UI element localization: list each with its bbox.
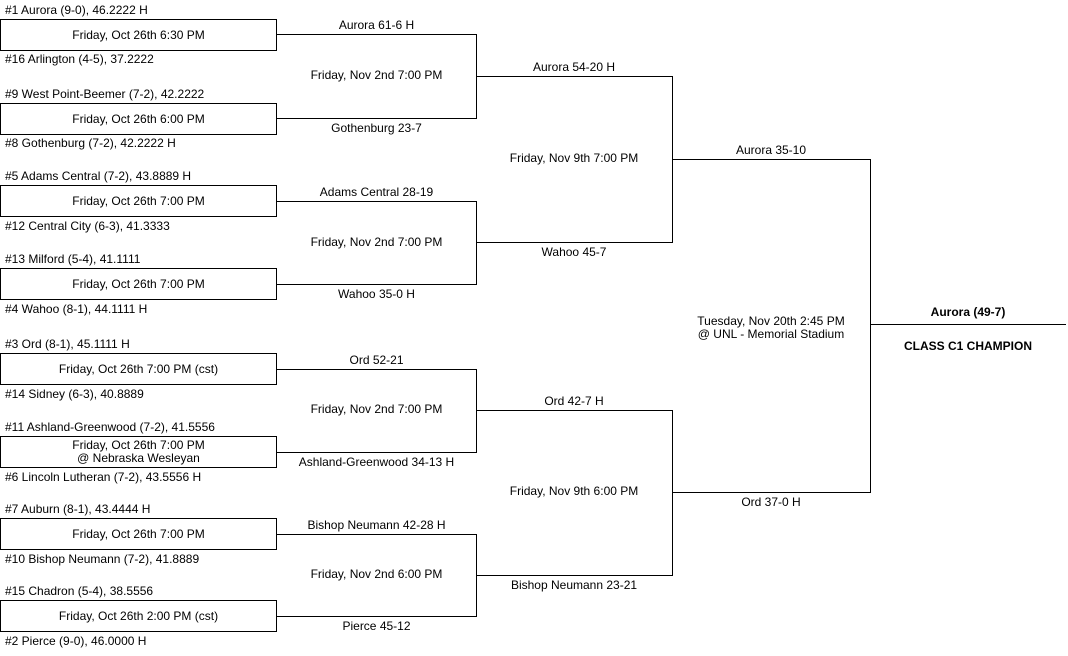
r1-game-box: Friday, Oct 26th 7:00 PM bbox=[0, 268, 277, 300]
r1-bottom-team-label: #6 Lincoln Lutheran (7-2), 43.5556 H bbox=[5, 470, 202, 484]
r1-game-box: Friday, Oct 26th 6:30 PM bbox=[0, 19, 277, 51]
r1-top-team-label: #1 Aurora (9-0), 46.2222 H bbox=[5, 3, 148, 17]
bracket-connector-line bbox=[277, 369, 476, 370]
game-time-label: Friday, Oct 26th 7:00 PM bbox=[72, 276, 205, 291]
bracket-connector-line bbox=[476, 410, 672, 411]
bracket-connector-line bbox=[476, 201, 477, 285]
bracket-connector-line bbox=[277, 201, 476, 202]
final-game-time-label: Tuesday, Nov 20th 2:45 PM bbox=[697, 314, 845, 328]
bracket-connector-line bbox=[672, 159, 870, 160]
bracket-connector-line bbox=[476, 76, 672, 77]
bracket-connector-line bbox=[476, 242, 672, 243]
bracket-connector-line bbox=[870, 159, 871, 493]
r1-bottom-team-label: #12 Central City (6-3), 41.3333 bbox=[5, 219, 170, 233]
r1-game-box: Friday, Oct 26th 7:00 PM bbox=[0, 518, 277, 550]
r1-game-box: Friday, Oct 26th 7:00 PM bbox=[0, 185, 277, 217]
r2-bottom-result-label: Pierce 45-12 bbox=[342, 619, 411, 633]
r1-top-team-label: #5 Adams Central (7-2), 43.8889 H bbox=[5, 169, 192, 183]
final-game-venue-label: @ UNL - Memorial Stadium bbox=[697, 327, 845, 341]
sf-bottom-result-label: Bishop Neumann 23-21 bbox=[510, 578, 638, 592]
game-time-label: Friday, Oct 26th 6:30 PM bbox=[72, 27, 205, 42]
game-time-label: Friday, Oct 26th 2:00 PM (cst) bbox=[58, 608, 219, 623]
bracket-connector-line bbox=[277, 284, 476, 285]
game-time-label: Friday, Oct 26th 7:00 PM bbox=[72, 193, 205, 208]
game-time-label: Friday, Oct 26th 7:00 PM bbox=[72, 526, 205, 541]
r1-bottom-team-label: #4 Wahoo (8-1), 44.1111 H bbox=[5, 302, 148, 316]
r1-top-team-label: #9 West Point-Beemer (7-2), 42.2222 bbox=[5, 87, 205, 101]
sf-top-result-label: Ord 42-7 H bbox=[544, 394, 604, 408]
game-venue-label: @ Nebraska Wesleyan bbox=[77, 451, 200, 465]
game-time-label: Friday, Oct 26th 6:00 PM bbox=[72, 111, 205, 126]
r2-bottom-result-label: Wahoo 35-0 H bbox=[338, 287, 415, 301]
sf-game-time-label: Friday, Nov 9th 7:00 PM bbox=[509, 151, 639, 165]
r1-top-team-label: #13 Milford (5-4), 41.1111 bbox=[5, 252, 141, 266]
r1-top-team-label: #7 Auburn (8-1), 43.4444 H bbox=[5, 502, 151, 516]
r1-bottom-team-label: #16 Arlington (4-5), 37.2222 bbox=[5, 52, 154, 66]
final-top-result-label: Aurora 35-10 bbox=[735, 143, 807, 157]
r2-top-result-label: Bishop Neumann 42-28 H bbox=[307, 518, 446, 532]
r2-game-time-label: Friday, Nov 2nd 7:00 PM bbox=[310, 235, 443, 249]
r2-bottom-result-label: Ashland-Greenwood 34-13 H bbox=[298, 455, 455, 469]
r2-top-result-label: Adams Central 28-19 bbox=[319, 185, 434, 199]
bracket-connector-line bbox=[476, 575, 672, 576]
bracket-connector-line bbox=[277, 118, 476, 119]
sf-bottom-result-label: Wahoo 45-7 bbox=[541, 245, 607, 259]
r1-top-team-label: #15 Chadron (5-4), 38.5556 bbox=[5, 584, 154, 598]
r2-game-time-label: Friday, Nov 2nd 6:00 PM bbox=[310, 567, 443, 581]
bracket-connector-line bbox=[277, 452, 476, 453]
r1-bottom-team-label: #2 Pierce (9-0), 46.0000 H bbox=[5, 634, 147, 648]
r1-bottom-team-label: #10 Bishop Neumann (7-2), 41.8889 bbox=[5, 552, 200, 566]
sf-game-time-label: Friday, Nov 9th 6:00 PM bbox=[509, 484, 639, 498]
champion-title-label: CLASS C1 CHAMPION bbox=[903, 339, 1032, 353]
r1-game-box: Friday, Oct 26th 7:00 PM @ Nebraska Wesl… bbox=[0, 436, 277, 468]
bracket-connector-line bbox=[277, 616, 476, 617]
r1-bottom-team-label: #8 Gothenburg (7-2), 42.2222 H bbox=[5, 136, 176, 150]
bracket-connector-line bbox=[672, 410, 673, 576]
champion-line bbox=[870, 324, 1066, 325]
r1-game-box: Friday, Oct 26th 7:00 PM (cst) bbox=[0, 353, 277, 385]
game-time-label: Friday, Oct 26th 7:00 PM bbox=[72, 438, 205, 452]
r1-game-box: Friday, Oct 26th 2:00 PM (cst) bbox=[0, 600, 277, 632]
bracket-connector-line bbox=[476, 369, 477, 453]
r1-top-team-label: #11 Ashland-Greenwood (7-2), 41.5556 bbox=[5, 420, 215, 434]
champion-team-label: Aurora (49-7) bbox=[930, 305, 1006, 319]
r1-top-team-label: #3 Ord (8-1), 45.1111 H bbox=[5, 337, 130, 351]
r1-bottom-team-label: #14 Sidney (6-3), 40.8889 bbox=[5, 387, 144, 401]
final-bottom-result-label: Ord 37-0 H bbox=[741, 495, 801, 509]
bracket-connector-line bbox=[277, 534, 476, 535]
bracket-connector-line bbox=[672, 492, 870, 493]
bracket-connector-line bbox=[277, 34, 476, 35]
r2-top-result-label: Aurora 61-6 H bbox=[338, 18, 415, 32]
sf-top-result-label: Aurora 54-20 H bbox=[532, 60, 616, 74]
r2-game-time-label: Friday, Nov 2nd 7:00 PM bbox=[310, 68, 443, 82]
game-time-label: Friday, Oct 26th 7:00 PM (cst) bbox=[58, 361, 219, 376]
r2-game-time-label: Friday, Nov 2nd 7:00 PM bbox=[310, 402, 443, 416]
r2-top-result-label: Ord 52-21 bbox=[349, 353, 404, 367]
r2-bottom-result-label: Gothenburg 23-7 bbox=[331, 121, 422, 135]
r1-game-box: Friday, Oct 26th 6:00 PM bbox=[0, 103, 277, 135]
